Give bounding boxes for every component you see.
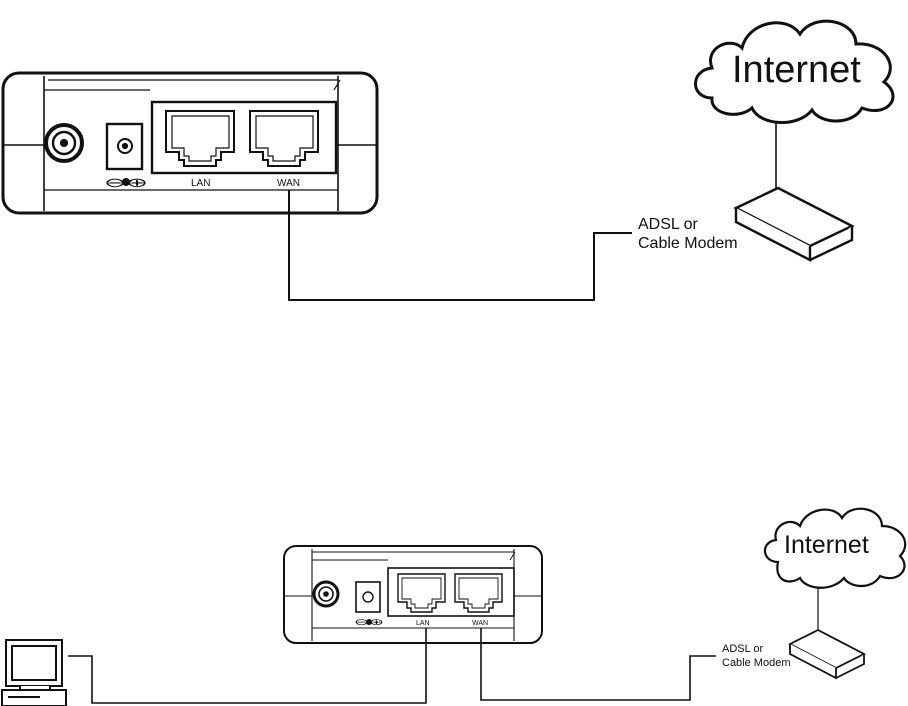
power-polarity-dot-icon — [122, 178, 130, 186]
lan-port-bottom-icon — [398, 574, 445, 612]
modem-top-icon — [736, 188, 852, 260]
lan-port-label: LAN — [191, 178, 210, 189]
computer-icon — [2, 640, 66, 706]
wan-cable-bottom — [481, 628, 716, 700]
power-polarity-dot-bottom-icon — [366, 619, 372, 625]
wan-port-label-bottom: WAN — [472, 620, 488, 627]
modem-bottom-icon — [790, 630, 864, 678]
modem-label-bottom-line1: ADSL or — [722, 643, 764, 655]
modem-label-top-line1: ADSL or — [638, 216, 699, 233]
lan-port-label-bottom: LAN — [416, 620, 430, 627]
antenna-connector-bottom-icon — [314, 582, 338, 606]
antenna-connector-icon — [46, 125, 82, 161]
power-jack-icon — [107, 124, 142, 169]
router-bottom: ⊖⊕ LAN WAN — [284, 546, 542, 643]
internet-label-top: Internet — [732, 49, 861, 91]
modem-label-bottom-line2: Cable Modem — [722, 657, 790, 669]
power-jack-bottom-icon — [356, 582, 380, 612]
wan-port-bottom-icon — [455, 574, 502, 612]
lan-cable-bottom — [68, 628, 426, 703]
internet-label-bottom: Internet — [784, 531, 869, 559]
wan-port-label: WAN — [277, 178, 300, 189]
wan-port-icon — [250, 111, 318, 166]
lan-port-icon — [166, 111, 234, 166]
bottom-diagram: ⊖⊕ LAN WAN — [2, 509, 905, 706]
router-top: ⊖⊕ LAN WAN — [3, 73, 377, 213]
wan-cable-top — [289, 190, 632, 300]
modem-label-top-line2: Cable Modem — [638, 235, 738, 252]
